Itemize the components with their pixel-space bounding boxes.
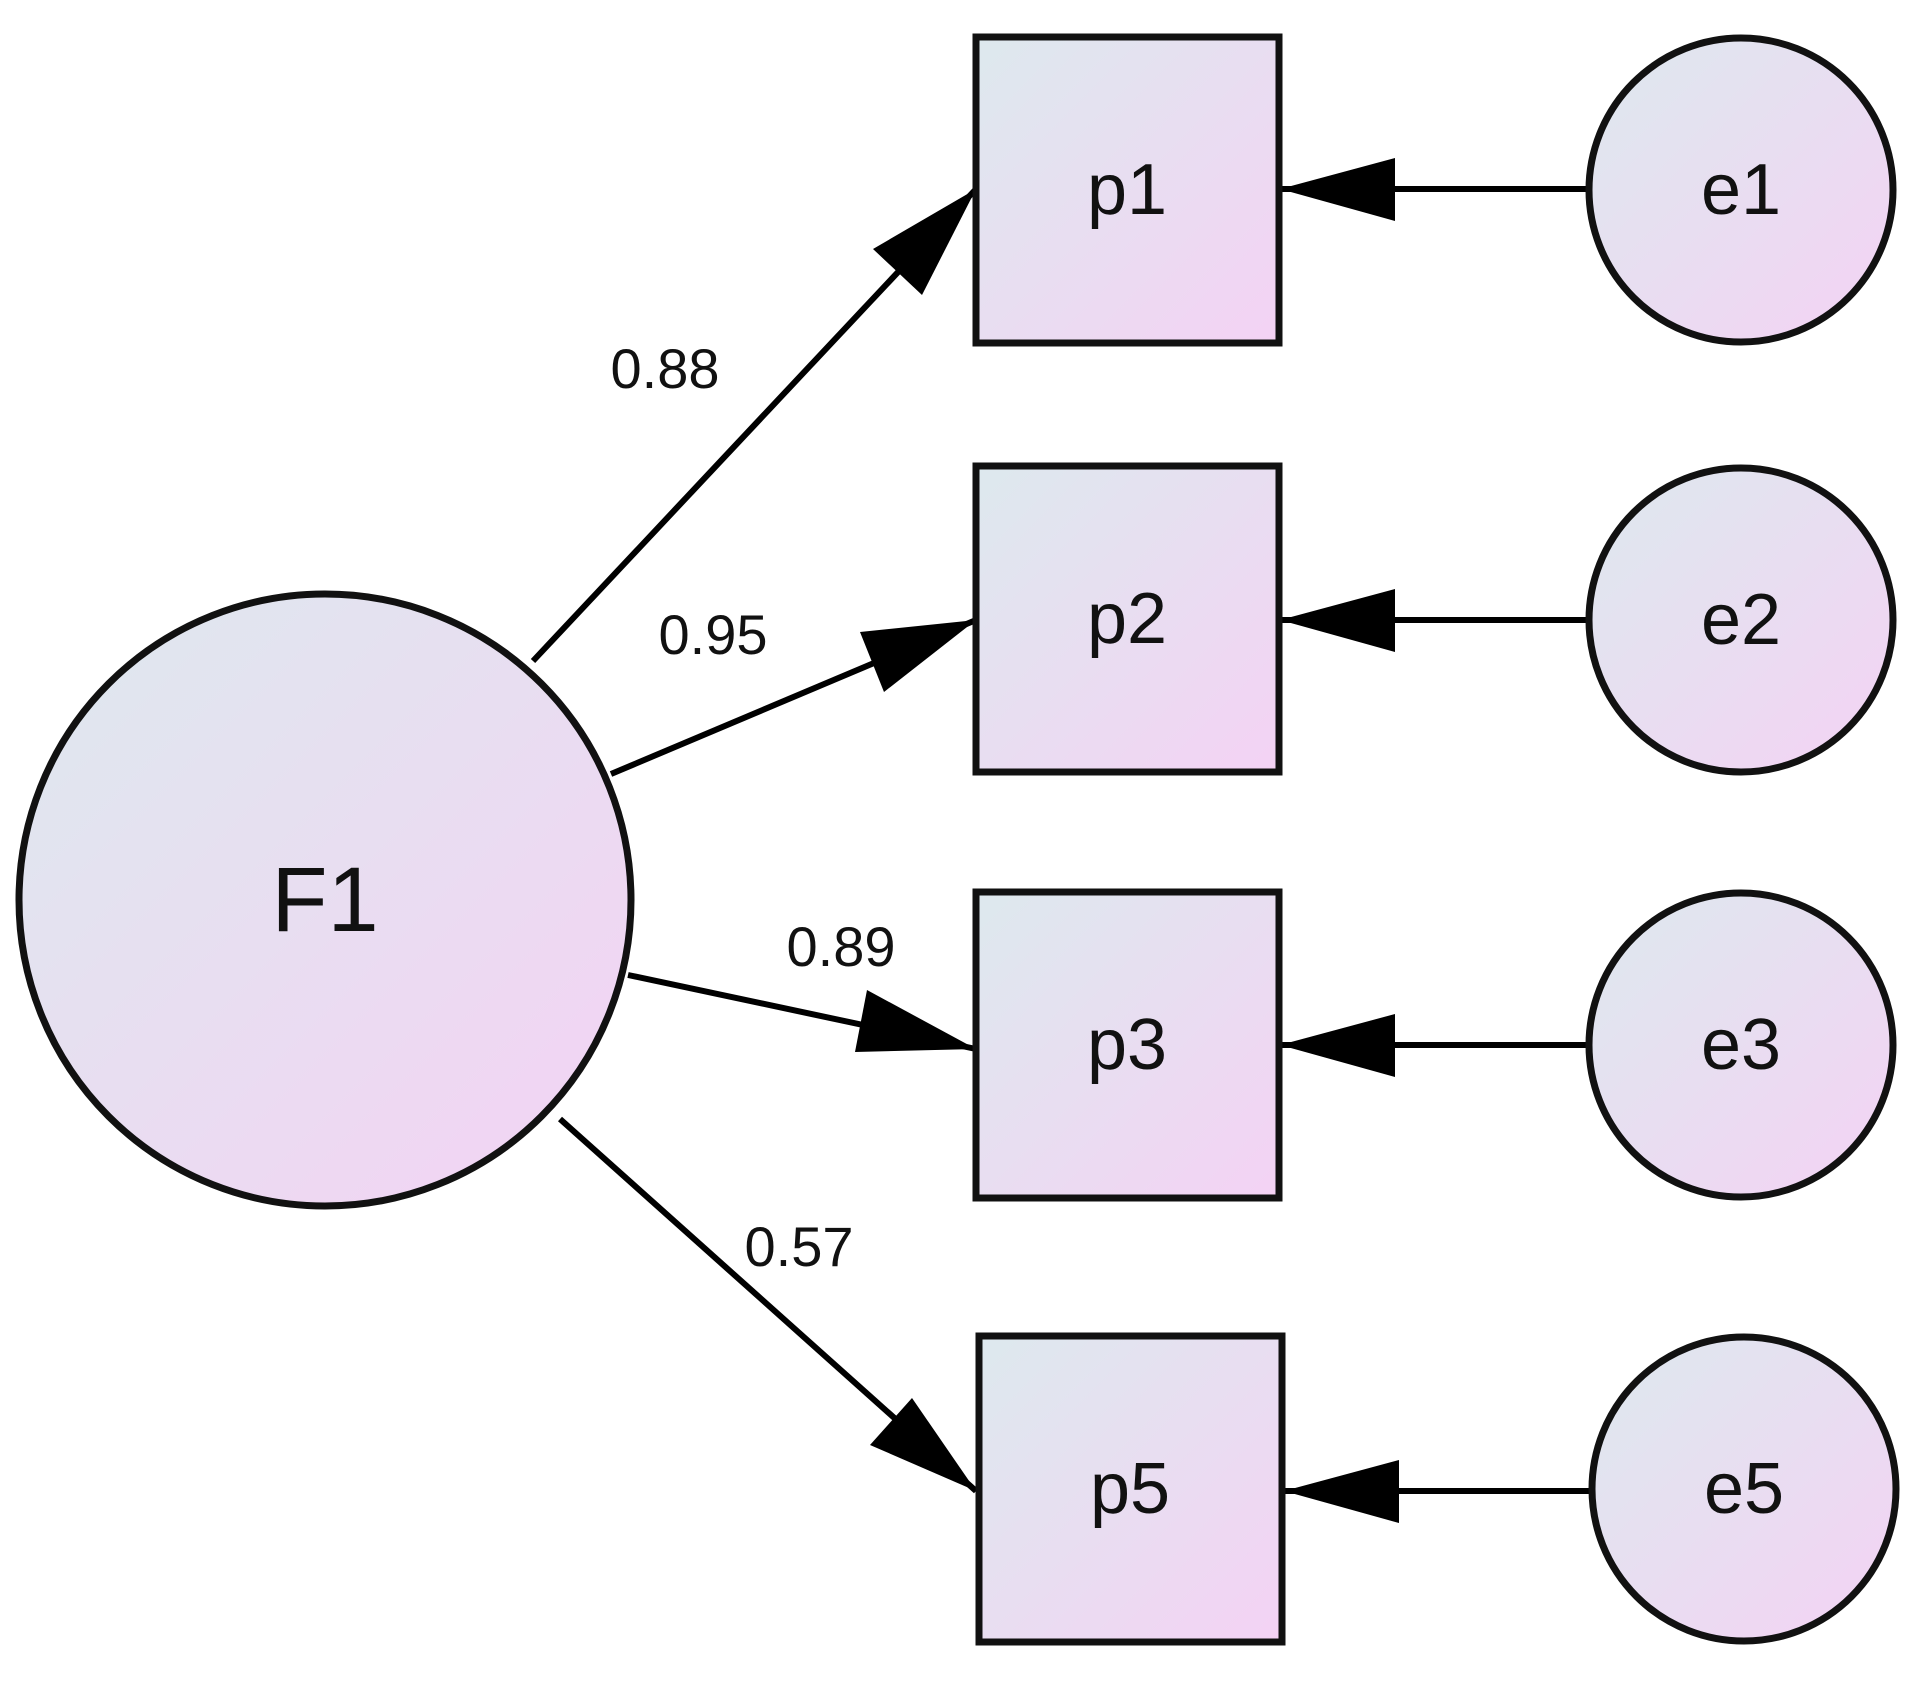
indicator-p3: p3 — [972, 888, 1283, 1202]
error-e5: e5 — [1588, 1333, 1900, 1645]
arrowhead-f1-p2 — [860, 620, 976, 692]
arrowhead-f1-p1 — [873, 189, 976, 295]
indicator-box — [972, 462, 1283, 776]
arrowhead-e5-p5 — [1284, 1460, 1399, 1523]
indicator-box — [972, 888, 1283, 1202]
arrowhead-e1-p1 — [1280, 158, 1395, 221]
latent-circle — [15, 590, 635, 1210]
loading-p2: 0.95 — [659, 603, 768, 666]
error-label: e5 — [1704, 1449, 1784, 1529]
indicator-box — [972, 33, 1283, 347]
arrowhead-e3-p3 — [1280, 1014, 1395, 1077]
error-paths — [1280, 158, 1590, 1523]
error-circle — [1588, 1333, 1900, 1645]
error-circle — [1585, 34, 1897, 346]
error-e3: e3 — [1585, 889, 1897, 1201]
indicator-label: p2 — [1087, 579, 1167, 659]
error-label: e2 — [1701, 580, 1781, 660]
indicator-box — [975, 1332, 1286, 1646]
loading-p5: 0.57 — [745, 1215, 854, 1278]
error-circle — [1585, 889, 1897, 1201]
indicator-label: p1 — [1087, 150, 1167, 230]
indicator-p5: p5 — [975, 1332, 1286, 1646]
indicator-label: p3 — [1087, 1005, 1167, 1085]
error-e2: e2 — [1585, 464, 1897, 776]
arrowhead-f1-p5 — [870, 1398, 976, 1491]
indicator-label: p5 — [1090, 1449, 1170, 1529]
arrowhead-e2-p2 — [1280, 589, 1395, 652]
loading-p1: 0.88 — [611, 337, 720, 400]
error-label: e3 — [1701, 1005, 1781, 1085]
loading-p3: 0.89 — [787, 915, 896, 978]
latent-factor-f1: F1 — [15, 590, 635, 1210]
loading-labels: 0.88 0.95 0.89 0.57 — [611, 337, 896, 1278]
latent-label: F1 — [271, 849, 378, 951]
loading-paths — [530, 186, 979, 1494]
error-label: e1 — [1701, 150, 1781, 230]
error-circle — [1585, 464, 1897, 776]
indicator-p1: p1 — [972, 33, 1283, 347]
arrowhead-f1-p3 — [855, 990, 976, 1052]
indicator-p2: p2 — [972, 462, 1283, 776]
error-e1: e1 — [1585, 34, 1897, 346]
